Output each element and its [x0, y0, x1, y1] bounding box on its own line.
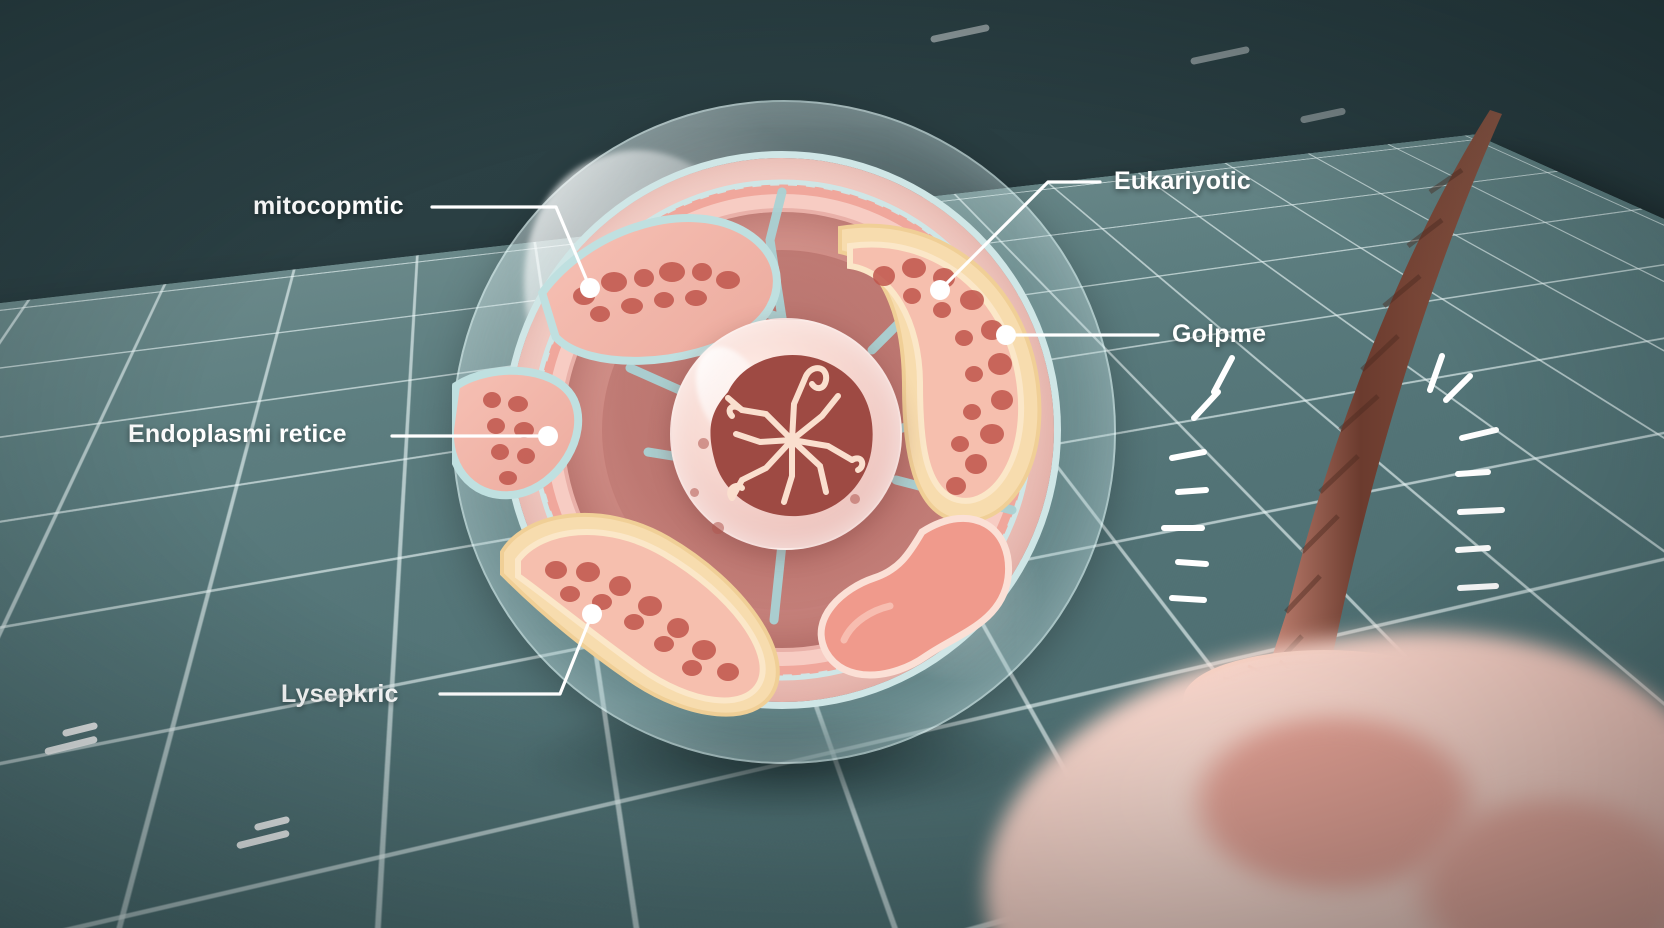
vignette-overlay — [0, 0, 1664, 928]
illustration-canvas: mitocopmtic Endoplasmi retice Lysepkric … — [0, 0, 1664, 928]
